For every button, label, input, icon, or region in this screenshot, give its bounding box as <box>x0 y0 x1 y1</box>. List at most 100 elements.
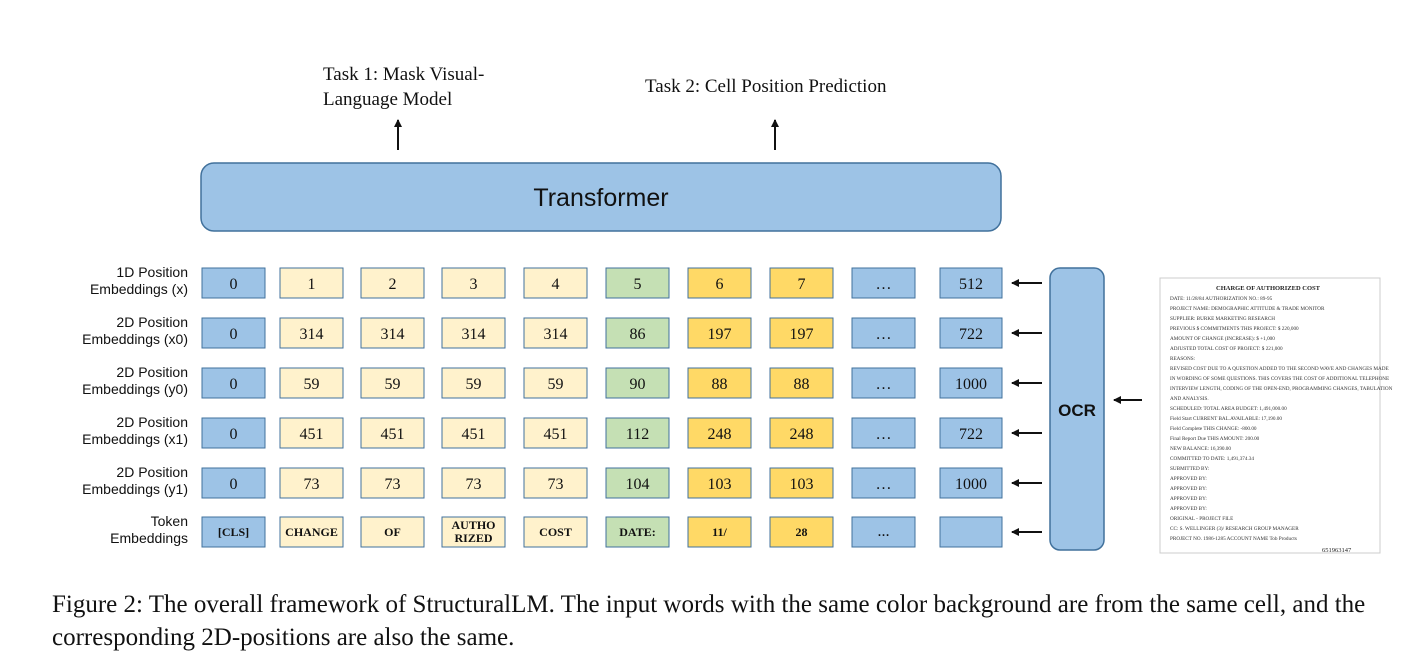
embedding-cell <box>851 367 916 399</box>
embedding-cell <box>939 267 1003 299</box>
embedding-cell <box>441 467 506 499</box>
embedding-cell-value: 28 <box>796 525 808 539</box>
document-text-line: AND ANALYSIS. <box>1170 396 1209 402</box>
document-text-line: REASONS: <box>1170 356 1196 362</box>
embedding-cell-value: 1000 <box>955 376 987 393</box>
embedding-cell <box>605 417 670 449</box>
embedding-cell-value: 7 <box>798 276 806 293</box>
embedding-cell-value: 112 <box>626 426 649 443</box>
embedding-cell <box>441 267 506 299</box>
ocr-block <box>1049 267 1105 551</box>
embedding-cell-value: CHANGE <box>285 525 338 539</box>
document-text-line: REVISED COST DUE TO A QUESTION ADDED TO … <box>1170 366 1389 372</box>
embedding-cell-value: 451 <box>381 426 405 443</box>
document-text-line: ADJUSTED TOTAL COST OF PROJECT: $ 221,00… <box>1170 345 1283 352</box>
scanned-document-image: CHARGE OF AUTHORIZED COST DATE: 11/28/84… <box>1159 277 1393 554</box>
embedding-cell <box>687 367 752 399</box>
embedding-cell <box>605 317 670 349</box>
document-text-line: PREVIOUS $ COMMITMENTS THIS PROJECT: $ 2… <box>1170 325 1299 332</box>
embedding-cell-value: 314 <box>462 326 486 343</box>
embedding-cell-value: OF <box>384 525 401 539</box>
row-label-line: Embeddings (y1) <box>82 481 188 497</box>
embedding-cell-value: 0 <box>230 376 238 393</box>
embedding-cell-value: 73 <box>304 476 320 493</box>
document-text-line: Field Start CURRENT BAL.AVAILABLE: 17,19… <box>1170 416 1282 422</box>
embedding-cell <box>605 367 670 399</box>
embedding-cell-value: 451 <box>544 426 568 443</box>
embedding-cell <box>360 516 425 548</box>
embedding-cell-value: 451 <box>462 426 486 443</box>
document-text-line: SCHEDULED: TOTAL AREA BUDGET: 1,491,000.… <box>1170 406 1287 412</box>
embedding-cell-value: 197 <box>790 326 814 343</box>
row-label-line: Embeddings (y0) <box>82 381 188 397</box>
embedding-cell-value: DATE: <box>619 525 655 539</box>
embedding-cell <box>769 516 834 548</box>
embedding-cell <box>523 267 588 299</box>
embedding-cell-value: 73 <box>466 476 482 493</box>
embedding-cell <box>939 467 1003 499</box>
embedding-cell <box>279 516 344 548</box>
embedding-cell <box>851 317 916 349</box>
embedding-cell-value: 59 <box>466 376 482 393</box>
document-text-line: Final Report Due THIS AMOUNT: 200.00 <box>1170 436 1260 442</box>
document-text-line: APPROVED BY: <box>1170 476 1207 482</box>
document-page <box>1159 277 1381 554</box>
embedding-cell <box>523 417 588 449</box>
embedding-cell <box>851 516 916 548</box>
embedding-cell <box>201 267 266 299</box>
embedding-cell-value: 451 <box>300 426 324 443</box>
embedding-cell-value: 59 <box>548 376 564 393</box>
embedding-cell-value: 512 <box>959 276 983 293</box>
row-label-line: Token <box>151 513 188 529</box>
embedding-cell <box>687 467 752 499</box>
embedding-cell-value: … <box>876 376 892 393</box>
document-title: CHARGE OF AUTHORIZED COST <box>1216 285 1321 292</box>
task-2-label: Task 2: Cell Position Prediction <box>645 76 887 97</box>
document-text-line: CC: S. WELLINGER (3)/ RESEARCH GROUP MAN… <box>1170 525 1299 532</box>
embedding-cell-value: COST <box>539 525 572 539</box>
row-label-line: Embeddings (x) <box>90 281 188 297</box>
embedding-cell <box>360 417 425 449</box>
embedding-cell <box>523 516 588 548</box>
row-label-line: Embeddings (x0) <box>82 331 188 347</box>
document-text-line: APPROVED BY: <box>1170 506 1207 512</box>
transformer-label: Transformer <box>533 184 668 212</box>
embedding-cell-value: 314 <box>544 326 568 343</box>
task-1-label-line-2: Language Model <box>323 89 452 110</box>
embedding-cell-value: 73 <box>548 476 564 493</box>
embedding-cell-value: 59 <box>385 376 401 393</box>
row-label-line: 2D Position <box>116 414 188 430</box>
embedding-cell-value: … <box>876 476 892 493</box>
embedding-cell <box>279 367 344 399</box>
embedding-cell-value: 2 <box>389 276 397 293</box>
embedding-cell <box>687 267 752 299</box>
row-label-line: 2D Position <box>116 464 188 480</box>
embedding-cell-value: 1 <box>308 276 316 293</box>
embedding-cell <box>201 516 266 548</box>
figure-caption: Figure 2: The overall framework of Struc… <box>52 591 1366 651</box>
embedding-cell-value: 722 <box>959 326 983 343</box>
embedding-cell <box>605 467 670 499</box>
embedding-cell <box>769 417 834 449</box>
embedding-cell <box>523 467 588 499</box>
embedding-cell-value: 88 <box>712 376 728 393</box>
embedding-cell-value: 86 <box>630 326 646 343</box>
row-label-line: 2D Position <box>116 364 188 380</box>
document-text-line: AMOUNT OF CHANGE (INCREASE): $ +1,000 <box>1170 335 1275 342</box>
embedding-cell-value: 5 <box>634 276 642 293</box>
document-text-line: DATE: 11/28/84 AUTHORIZATION NO.: 89-95 <box>1170 296 1273 302</box>
embedding-cell <box>360 317 425 349</box>
embedding-cell <box>851 417 916 449</box>
row-label-line: 2D Position <box>116 314 188 330</box>
framework-diagram: Task 1: Mask Visual- Language Model Task… <box>82 64 1393 554</box>
row-label-line: Embeddings <box>110 530 188 546</box>
embedding-cell-value: [CLS] <box>218 525 249 539</box>
